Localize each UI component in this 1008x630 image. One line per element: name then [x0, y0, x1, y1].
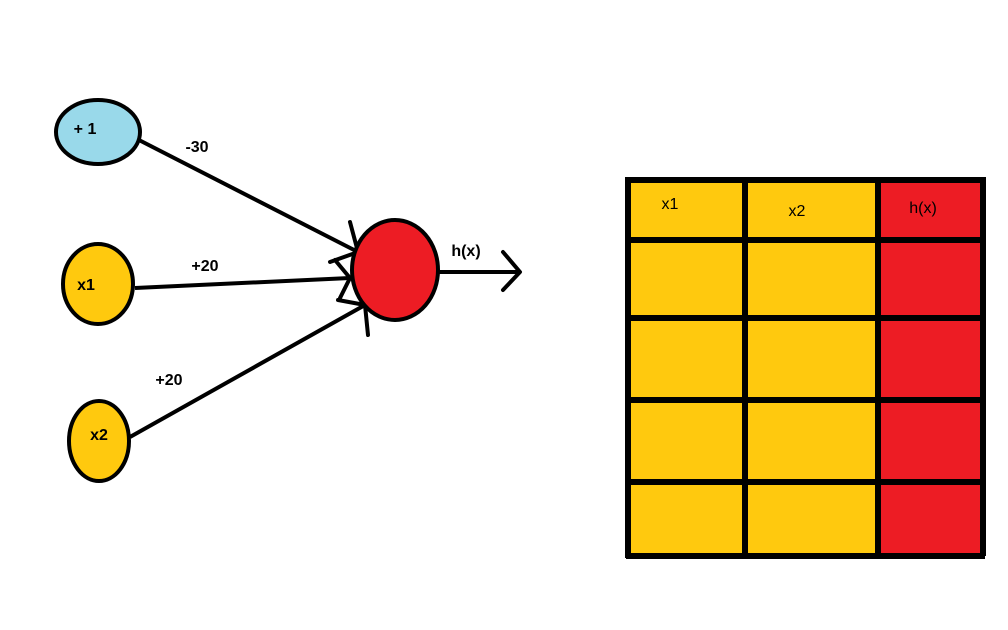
edge-x1-to-neuron	[134, 276, 351, 290]
table-header-cell-hx	[878, 180, 983, 240]
edge-bias-to-neuron	[136, 137, 359, 254]
table-cell	[628, 318, 745, 400]
output-arrowhead	[501, 250, 522, 292]
input-node-x1-label: x1	[77, 277, 95, 294]
weight-label-bias: -30	[185, 139, 208, 156]
table-cell	[745, 240, 878, 318]
table-cell	[628, 400, 745, 482]
table-cell	[878, 240, 983, 318]
table-header-x1: x1	[662, 196, 679, 213]
bias-node-label: + 1	[74, 121, 97, 138]
table-cell	[628, 240, 745, 318]
truth-table: x1 x2 h(x)	[625, 177, 986, 559]
table-cell	[878, 318, 983, 400]
table-header-hx: h(x)	[909, 200, 937, 217]
bias-node	[54, 98, 142, 166]
output-label: h(x)	[451, 243, 480, 260]
input-node-x2	[67, 399, 131, 483]
weight-label-x2: +20	[155, 372, 182, 389]
table-cell	[878, 482, 983, 556]
input-node-x2-label: x2	[90, 427, 108, 444]
table-header-x2: x2	[789, 203, 806, 220]
table-cell	[745, 400, 878, 482]
arrowhead-x1	[333, 258, 352, 300]
edge-x2-to-neuron	[129, 303, 366, 439]
table-header-cell-x1	[628, 180, 745, 240]
table-cell	[745, 482, 878, 556]
table-header-cell-x2	[745, 180, 878, 240]
input-node-x1	[61, 242, 135, 326]
table-cell	[878, 400, 983, 482]
weight-label-x1: +20	[191, 258, 218, 275]
output-neuron	[350, 218, 440, 322]
table-cell	[628, 482, 745, 556]
table-cell	[745, 318, 878, 400]
